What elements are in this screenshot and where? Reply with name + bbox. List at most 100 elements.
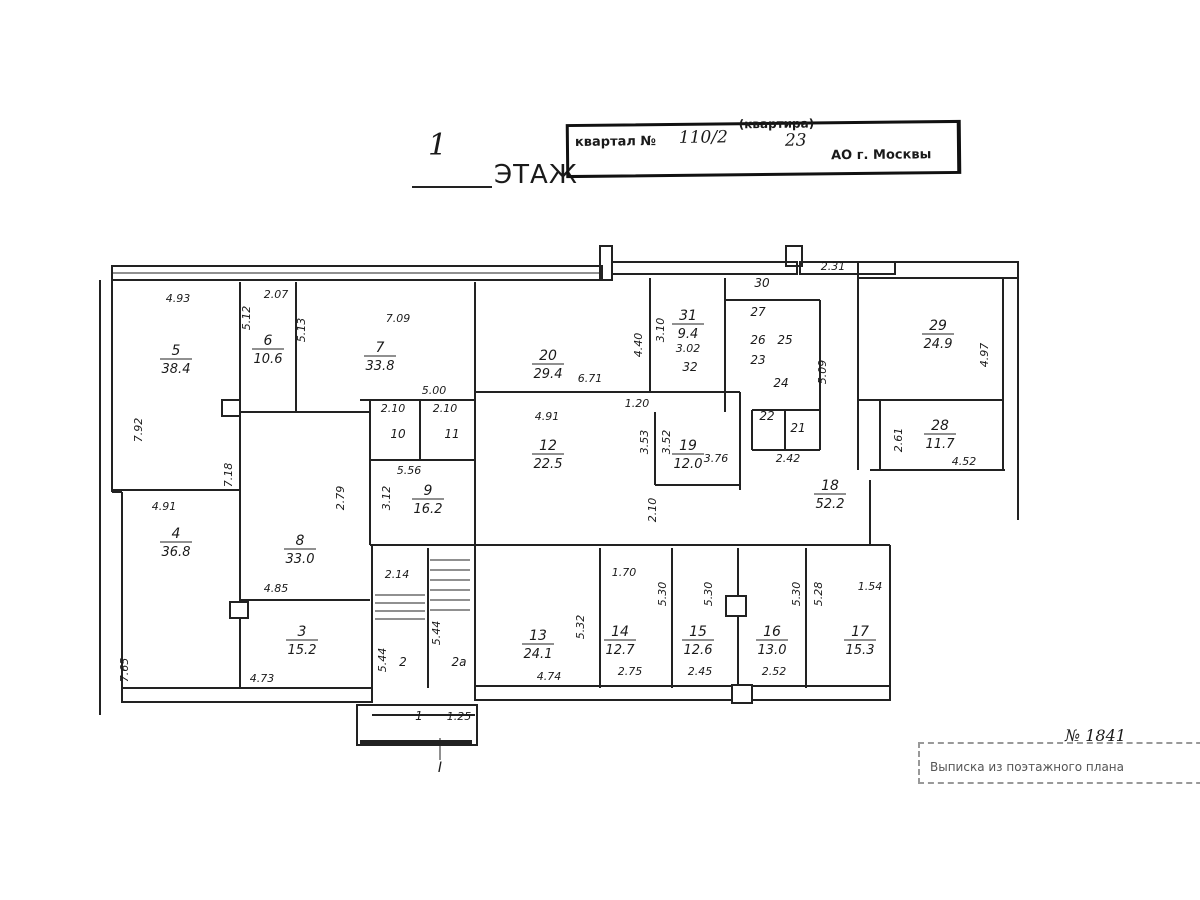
dimension-label-3: 5.13 (295, 318, 308, 343)
section-mark: I (438, 760, 442, 776)
stamp-fragment: (квартира) (738, 116, 815, 132)
dimension-label-35: 2.61 (892, 428, 905, 453)
room-18-number: 18 (821, 478, 839, 494)
room-28-number: 28 (931, 418, 949, 434)
room-9-number: 9 (424, 483, 433, 499)
small-room-label-10: 24 (773, 376, 788, 390)
dimension-label-46: 5.28 (812, 582, 825, 607)
room-15-area: 12.6 (684, 643, 713, 658)
small-room-label-0: 10 (390, 427, 406, 441)
dimension-label-30: 2.10 (646, 498, 659, 523)
dimension-label-43: 2.45 (688, 665, 713, 678)
dimension-label-36: 4.52 (952, 455, 977, 468)
dimension-label-23: 6.71 (578, 372, 603, 385)
dimension-label-10: 5.56 (397, 464, 422, 477)
dimension-label-38: 5.30 (656, 582, 669, 607)
dimension-label-24: 3.02 (676, 342, 701, 355)
room-7-number: 7 (376, 340, 385, 356)
room-12-area: 22.5 (534, 457, 563, 472)
room-4-area: 36.8 (162, 545, 191, 560)
room-5-number: 5 (172, 343, 181, 359)
small-room-label-9: 23 (750, 353, 765, 367)
room-17-area: 15.3 (846, 643, 875, 658)
dimension-label-32: 5.09 (816, 360, 829, 385)
dimension-label-6: 5.00 (422, 384, 447, 397)
room-15-number: 15 (689, 624, 707, 640)
room-9-area: 16.2 (414, 502, 443, 517)
dimension-label-31: 2.42 (776, 452, 801, 465)
room-16-area: 13.0 (758, 643, 787, 658)
room-14-area: 12.7 (606, 643, 636, 658)
dimension-label-47: 1.54 (858, 580, 883, 593)
room-31-number: 31 (679, 308, 697, 324)
room-20-number: 20 (539, 348, 557, 364)
dimension-label-13: 4.91 (152, 500, 177, 513)
dimension-label-45: 2.52 (762, 665, 787, 678)
dimension-label-5: 7.92 (132, 418, 145, 443)
dimension-label-1: 2.07 (264, 288, 289, 301)
small-room-label-5: 30 (754, 276, 770, 290)
stamp-quarter: 110/2 (678, 127, 728, 148)
dimension-label-42: 5.30 (702, 582, 715, 607)
room-20-area: 29.4 (534, 367, 563, 382)
dimension-label-29: 3.76 (704, 452, 729, 465)
room-31-area: 9.4 (678, 327, 699, 342)
room-13-number: 13 (529, 628, 547, 644)
dimension-label-28: 3.52 (660, 430, 673, 455)
dimension-label-40: 4.74 (537, 670, 562, 683)
dimension-label-20: 1.25 (447, 710, 472, 723)
dimension-label-39: 5.32 (574, 615, 587, 640)
room-3-number: 3 (298, 624, 307, 640)
room-7-area: 33.8 (366, 359, 395, 374)
floor-underline (412, 186, 492, 188)
dimension-label-2: 5.12 (240, 306, 253, 331)
dimension-label-9: 7.18 (222, 463, 235, 488)
room-3-area: 15.2 (288, 643, 317, 658)
small-room-label-3: 2а (452, 655, 467, 669)
small-room-label-7: 26 (750, 333, 766, 347)
small-room-label-4: 1 (415, 709, 423, 723)
small-room-label-11: 22 (759, 409, 774, 423)
small-room-label-6: 27 (750, 305, 766, 319)
dimension-label-12: 2.79 (334, 486, 347, 511)
room-6-area: 10.6 (254, 352, 283, 367)
room-5-area: 38.4 (162, 362, 191, 377)
dimension-label-21: 4.40 (632, 333, 645, 358)
dimension-label-34: 4.97 (978, 343, 991, 368)
room-8-number: 8 (296, 533, 305, 549)
room-18-area: 52.2 (816, 497, 845, 512)
small-room-label-1: 11 (444, 427, 459, 441)
room-13-area: 24.1 (524, 647, 553, 662)
small-room-label-12: 21 (790, 421, 805, 435)
dimension-label-14: 4.85 (264, 582, 289, 595)
dimension-label-15: 7.65 (118, 658, 131, 683)
room-29-number: 29 (929, 318, 947, 334)
extract-stamp-text: Выписка из поэтажного плана (930, 760, 1125, 774)
dimension-label-44: 5.30 (790, 582, 803, 607)
dimension-label-25: 4.91 (535, 410, 560, 423)
room-29-area: 24.9 (924, 337, 953, 352)
dimension-label-26: 1.20 (625, 397, 650, 410)
cadastral-stamp: (квартира) квартал № 110/2 23 АО г. Моск… (565, 116, 962, 179)
small-room-label-2: 2 (399, 655, 407, 669)
dimension-label-41: 2.75 (618, 665, 643, 678)
room-19-number: 19 (679, 438, 697, 454)
room-6-number: 6 (264, 333, 273, 349)
dimension-label-16: 4.73 (250, 672, 275, 685)
dimension-label-0: 4.93 (166, 292, 191, 305)
document-number: № 1841 (1065, 726, 1126, 745)
room-19-area: 12.0 (674, 457, 703, 472)
room-12-number: 12 (539, 438, 557, 454)
dimension-label-11: 3.12 (380, 486, 393, 511)
dimension-label-22: 3.10 (654, 318, 667, 343)
dimension-label-18: 5.44 (376, 648, 389, 673)
extract-stamp (918, 742, 1200, 784)
dimension-label-37: 1.70 (612, 566, 637, 579)
dimension-label-7: 2.10 (381, 402, 406, 415)
floor-title: ЭТАЖ (494, 160, 578, 190)
room-28-area: 11.7 (926, 437, 956, 452)
dimension-label-27: 3.53 (638, 430, 651, 455)
dimension-label-17: 2.14 (385, 568, 410, 581)
floor-number: 1 (428, 128, 448, 163)
